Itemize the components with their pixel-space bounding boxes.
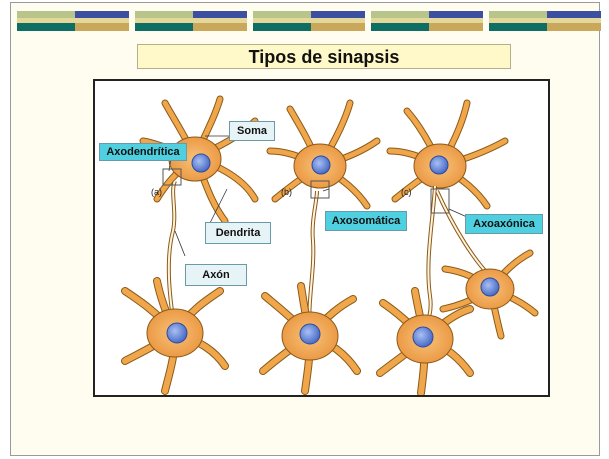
neuron-c-right bbox=[439, 249, 539, 340]
slide: Tipos de sinapsis bbox=[10, 2, 603, 456]
neuron-c-bottom bbox=[376, 287, 474, 395]
header-decoration-block bbox=[489, 11, 601, 31]
panel-letter-a: (a) bbox=[151, 187, 162, 197]
panel-letter-c: (c) bbox=[401, 187, 412, 197]
label-axoaxonica: Axoaxónica bbox=[465, 214, 543, 234]
neuron-b-bottom bbox=[259, 282, 361, 395]
neuron-b-top bbox=[266, 99, 381, 210]
synapse-figure: (a) (b) (c) Axodendrítica Soma Dendrita … bbox=[93, 79, 550, 397]
label-soma: Soma bbox=[229, 121, 275, 141]
label-axon: Axón bbox=[185, 264, 247, 286]
label-axodendritica: Axodendrítica bbox=[99, 143, 187, 161]
label-dendrita: Dendrita bbox=[205, 222, 271, 244]
header-decoration bbox=[17, 11, 603, 31]
neuron-a-bottom bbox=[121, 277, 229, 395]
slide-title: Tipos de sinapsis bbox=[137, 44, 511, 69]
header-decoration-block bbox=[17, 11, 129, 31]
panel-letter-b: (b) bbox=[281, 187, 292, 197]
header-decoration-block bbox=[371, 11, 483, 31]
header-decoration-block bbox=[135, 11, 247, 31]
label-axosomatica: Axosomática bbox=[325, 211, 407, 231]
neuron-illustration: (a) (b) (c) bbox=[121, 95, 539, 395]
neuron-c-top bbox=[386, 99, 509, 210]
header-decoration-block bbox=[253, 11, 365, 31]
